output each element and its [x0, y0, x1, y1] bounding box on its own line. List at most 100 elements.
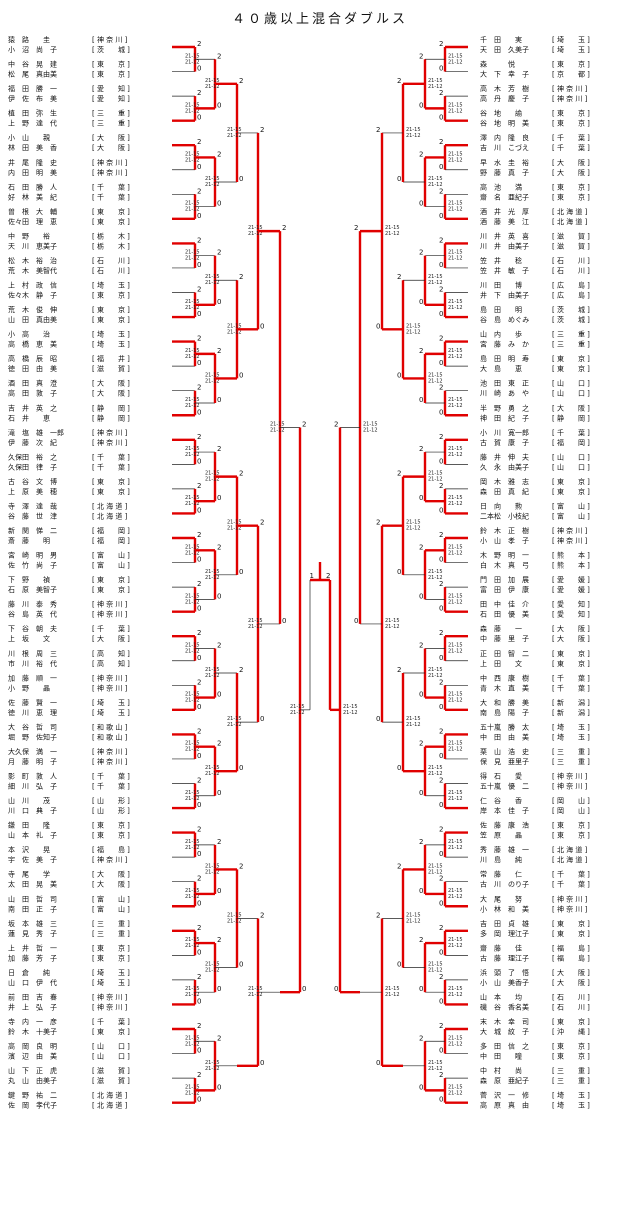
player-name: 中 谷 晃 建	[8, 60, 57, 69]
player-name: 磯 谷 香名美	[480, 1002, 529, 1011]
games-won: 2	[217, 52, 221, 60]
team-prefecture: [ 広 島 ]	[552, 291, 590, 300]
games-won: 0	[239, 764, 243, 772]
games-won: 2	[397, 77, 401, 85]
match-score: 21-15	[185, 495, 200, 501]
match-score: 21-15	[227, 913, 242, 919]
team-prefecture: [ 埼 玉 ]	[92, 968, 130, 977]
games-won: 2	[217, 838, 221, 846]
games-won: 2	[197, 727, 201, 735]
games-won: 0	[217, 101, 221, 109]
games-won: 2	[239, 666, 243, 674]
games-won: 2	[419, 838, 423, 846]
player-name: 小 山 美香子	[480, 978, 529, 987]
player-name: 酒 井 光 厚	[480, 207, 529, 216]
match-score: 21-12	[406, 919, 421, 925]
match-score: 21-15	[185, 397, 200, 403]
match-score: 21-15	[185, 544, 200, 550]
games-won: 0	[260, 322, 264, 330]
match-score: 21-15	[448, 446, 463, 452]
games-won: 2	[197, 40, 201, 48]
match-score: 21-12	[448, 796, 463, 802]
team-prefecture: [ 滋 賀 ]	[552, 241, 590, 250]
team-prefecture: [ 千 葉 ]	[92, 772, 130, 781]
match-score: 21-15	[185, 151, 200, 157]
match-score: 21-12	[205, 575, 220, 581]
games-won: 0	[354, 617, 358, 625]
games-won: 0	[197, 359, 201, 367]
games-won: 2	[419, 347, 423, 355]
match-score: 21-15	[406, 913, 421, 919]
match-score: 21-12	[185, 648, 200, 654]
match-score: 21-12	[248, 992, 263, 998]
match-score: 21-12	[448, 501, 463, 507]
games-won: 0	[239, 961, 243, 969]
games-won: 2	[397, 470, 401, 478]
player-name: 千 田 実	[480, 35, 522, 44]
team-prefecture: [ 神 奈 川 ]	[92, 168, 128, 177]
team-prefecture: [ 神 奈 川 ]	[92, 683, 128, 692]
team-prefecture: [ 三 重 ]	[552, 748, 590, 756]
player-name: 川 口 典 子	[8, 806, 57, 815]
team-prefecture: [ 沖 縄 ]	[552, 1027, 590, 1036]
team-prefecture: [ 山 口 ]	[552, 462, 590, 471]
games-won: 2	[376, 126, 380, 134]
match-score: 21-15	[248, 225, 263, 231]
games-won: 2	[260, 519, 264, 527]
match-score: 21-12	[448, 845, 463, 851]
player-name: 森 悦	[480, 60, 515, 69]
match-score: 21-12	[227, 329, 242, 335]
games-won: 2	[439, 286, 443, 294]
team-prefecture: [ 東 京 ]	[92, 943, 130, 952]
games-won: 0	[376, 322, 380, 330]
player-name: 大 和 勝 美	[480, 698, 529, 707]
player-name: 久保田 律 子	[8, 462, 57, 471]
team-prefecture: [ 山 形 ]	[92, 806, 130, 815]
team-prefecture: [ 京 都 ]	[552, 70, 590, 79]
team-prefecture: [ 新 潟 ]	[552, 708, 590, 717]
games-won: 0	[419, 592, 423, 600]
team-prefecture: [ 三 重 ]	[92, 920, 130, 928]
games-won: 2	[282, 224, 286, 232]
match-score: 21-12	[448, 992, 463, 998]
team-prefecture: [ 東 京 ]	[552, 60, 590, 69]
games-won: 0	[419, 887, 423, 895]
match-score: 21-15	[448, 1035, 463, 1041]
games-won: 2	[197, 433, 201, 441]
match-score: 21-15	[448, 299, 463, 305]
player-name: 佐々木 静 子	[8, 291, 57, 300]
games-won: 2	[419, 936, 423, 944]
match-score: 21-12	[205, 280, 220, 286]
games-won: 2	[419, 249, 423, 257]
player-name: 青 木 直 美	[480, 683, 529, 692]
team-prefecture: [ 三 重 ]	[552, 758, 590, 766]
player-name: 菅 沢 一 修	[480, 1091, 529, 1100]
team-prefecture: [ 埼 玉 ]	[92, 340, 130, 349]
team-prefecture: [ 茨 城 ]	[552, 315, 590, 324]
team-prefecture: [ 東 京 ]	[92, 487, 130, 496]
games-won: 0	[197, 1096, 201, 1104]
team-prefecture: [ 神 奈 川 ]	[92, 610, 128, 619]
games-won: 0	[419, 396, 423, 404]
player-name: 谷 島 めぐみ	[480, 315, 529, 324]
player-name: 秀 藤 雄 一	[480, 845, 529, 854]
player-name: 澤 内 隆 良	[480, 133, 529, 142]
player-name: 神 田 紀 子	[480, 413, 529, 422]
team-prefecture: [ 千 葉 ]	[552, 683, 590, 692]
games-won: 0	[419, 1083, 423, 1091]
team-prefecture: [ 大 阪 ]	[552, 968, 590, 977]
player-name: 古 谷 文 博	[8, 477, 57, 486]
match-score: 21-15	[428, 962, 443, 968]
match-score: 21-12	[428, 378, 443, 384]
team-prefecture: [ 熊 本 ]	[552, 551, 590, 560]
match-score: 21-15	[205, 765, 220, 771]
games-won: 2	[439, 1071, 443, 1079]
match-score: 21-12	[428, 182, 443, 188]
team-prefecture: [ 東 京 ]	[552, 487, 590, 496]
games-won: 0	[197, 948, 201, 956]
match-score: 21-12	[448, 747, 463, 753]
team-prefecture: [ 石 川 ]	[92, 267, 130, 275]
team-prefecture: [ 富 山 ]	[92, 894, 130, 903]
team-prefecture: [ 滋 賀 ]	[552, 231, 590, 240]
match-score: 21-12	[185, 1041, 200, 1047]
